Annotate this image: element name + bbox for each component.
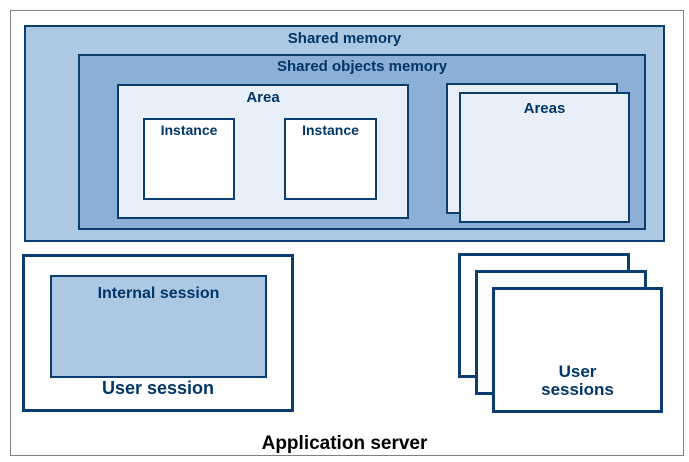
- areas-label: Areas: [523, 100, 566, 117]
- internal-session-box: Internal session: [50, 275, 267, 378]
- instance-box-1: Instance: [143, 118, 235, 200]
- instance-box-2: Instance: [284, 118, 377, 200]
- user-session-label: User session: [101, 378, 215, 398]
- shared-objects-memory-label: Shared objects memory: [276, 58, 448, 75]
- instance-label-2: Instance: [302, 122, 359, 138]
- shared-memory-label: Shared memory: [287, 30, 402, 47]
- internal-session-label: Internal session: [97, 285, 220, 302]
- area-label: Area: [246, 89, 280, 106]
- user-sessions-label: User sessions: [541, 361, 614, 400]
- user-sessions-stack-front-box: User sessions: [492, 287, 663, 413]
- application-server-label: Application server: [261, 433, 428, 454]
- instance-label-1: Instance: [160, 122, 218, 138]
- areas-stack-front-box: Areas: [459, 92, 630, 223]
